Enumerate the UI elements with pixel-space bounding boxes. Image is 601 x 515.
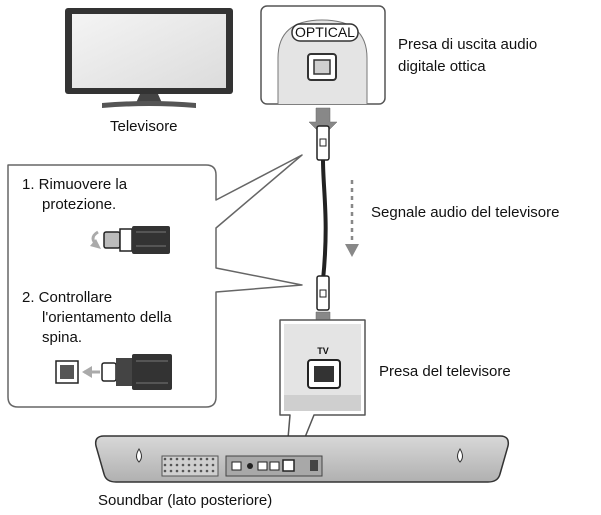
tv-icon (65, 8, 233, 108)
signal-arrow-icon (345, 180, 359, 257)
optical-port-tag: OPTICAL (295, 24, 355, 40)
tv-jack-label: Presa del televisore (379, 363, 511, 380)
tv-jack-tag: TV (317, 346, 329, 356)
remove-cap-icon (90, 226, 170, 254)
soundbar-label: Soundbar (lato posteriore) (98, 492, 272, 509)
soundbar-icon (94, 435, 510, 483)
optical-cable (308, 107, 338, 341)
plug-orientation-icon (55, 354, 172, 390)
step2-line3: spina. (42, 329, 82, 346)
step1-line2: protezione. (42, 196, 116, 213)
signal-label: Segnale audio del televisore (371, 204, 559, 221)
optical-output-label-line1: Presa di uscita audio (398, 36, 537, 53)
optical-output-label-line2: digitale ottica (398, 58, 486, 75)
step1-line1: 1. Rimuovere la (22, 176, 128, 193)
optical-port-callout (260, 5, 386, 105)
instruction-callout (7, 154, 303, 408)
step2-line2: l'orientamento della (42, 309, 172, 326)
tv-jack-callout (279, 319, 366, 463)
tv-label: Televisore (110, 118, 178, 135)
step2-line1: 2. Controllare (22, 289, 112, 306)
